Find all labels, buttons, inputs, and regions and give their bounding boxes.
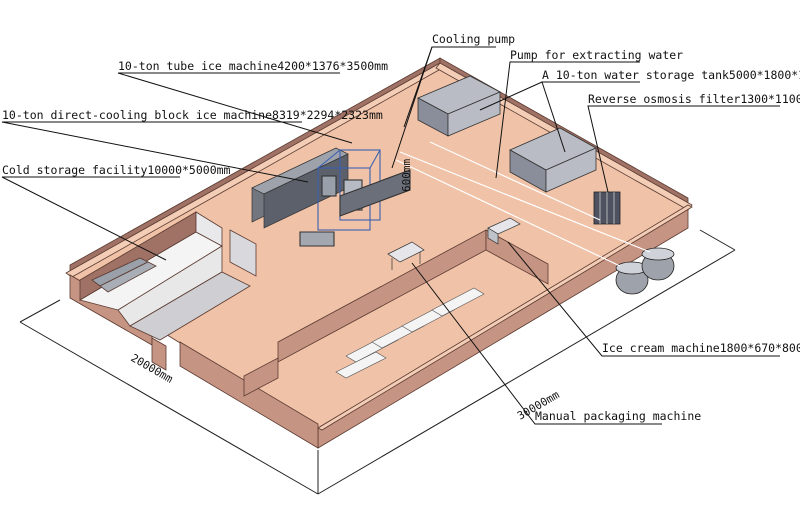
label-cooling-pump: Cooling pump: [432, 32, 515, 46]
tube-ice-machine: [299, 149, 411, 247]
label-tube-ice-machine: 10-ton tube ice machine4200*1376*3500mm: [118, 59, 388, 73]
annotation-labels: Cooling pump Pump for extracting water A…: [2, 32, 800, 423]
dimension-lines: [19, 229, 736, 495]
label-reverse-osmosis-filter: Reverse osmosis filter1300*1100*1713mm: [588, 92, 800, 106]
label-manual-packaging-machine: Manual packaging machine: [535, 409, 701, 423]
packaging-tables: [335, 287, 485, 379]
packaging-room: [243, 229, 549, 397]
leader-lines: [1, 46, 780, 425]
piping: [395, 141, 651, 267]
cold-storage-room: [78, 211, 257, 341]
label-water-storage-tank: A 10-ton water storage tank5000*1800*120…: [542, 68, 800, 82]
block-ice-machine: [251, 147, 349, 229]
manual-packaging-machine: [387, 241, 425, 270]
cooling-towers: [615, 247, 675, 295]
label-ice-cream-machine: Ice cream machine1800*670*800mm: [602, 341, 800, 355]
water-storage-tanks: [417, 75, 597, 193]
label-cold-storage: Cold storage facility10000*5000mm: [2, 163, 231, 177]
small-dimension: 600mm: [400, 159, 413, 192]
label-extract-pump: Pump for extracting water: [510, 48, 683, 62]
ice-cream-machine: [487, 217, 521, 245]
label-block-ice-machine: 10-ton direct-cooling block ice machine8…: [2, 108, 383, 122]
